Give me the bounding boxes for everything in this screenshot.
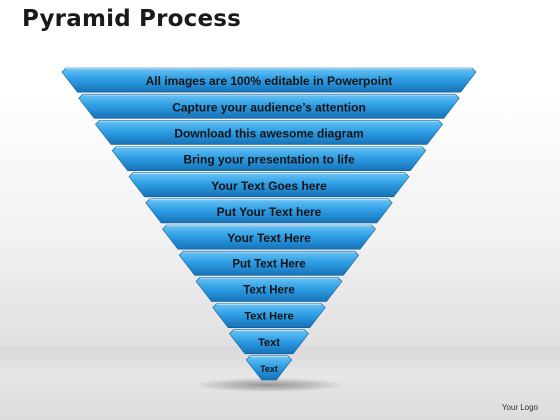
pyramid-tier-1: All images are 100% editable in Powerpoi… [61, 67, 477, 93]
pyramid-tier-10: Text Here [212, 303, 326, 328]
pyramid-tier-12: Text [245, 355, 293, 381]
pyramid-tier-label: Text Here [243, 284, 295, 296]
pyramid-tier-shape [95, 120, 443, 145]
pyramid-tier-label: Download this awesome diagram [174, 126, 363, 140]
pyramid-tier-6: Put Your Text here [145, 198, 393, 224]
pyramid-tier-9: Text Here [195, 277, 343, 302]
slide-title: Pyramid Process [22, 6, 242, 32]
pyramid-tier-shape [162, 224, 376, 250]
pyramid-tier-label: Bring your presentation to life [183, 153, 355, 167]
pyramid-tier-shape [245, 355, 293, 381]
pyramid-tier-label: Your Text Goes here [211, 179, 327, 193]
pyramid-tier-shape [61, 67, 477, 93]
logo-text: Your Logo [501, 403, 538, 412]
pyramid-tier-shape [229, 329, 309, 355]
pyramid-tier-5: Your Text Goes here [128, 172, 410, 198]
pyramid-tier-shape [111, 146, 427, 171]
pyramid-tier-8: Put Text Here [178, 250, 360, 276]
pyramid-tier-2: Capture your audience’s attention [78, 93, 460, 119]
pyramid-tier-label: Capture your audience’s attention [172, 100, 366, 114]
pyramid-tier-label: Your Text Here [227, 231, 311, 245]
pyramid-tier-label: Text [260, 364, 278, 374]
pyramid-tier-shape [78, 93, 460, 119]
pyramid-tier-7: Your Text Here [162, 224, 376, 250]
pyramid-tier-shape [128, 172, 410, 198]
pyramid-tier-3: Download this awesome diagram [95, 120, 443, 145]
pyramid-tier-label: Text Here [244, 311, 293, 323]
pyramid-shadow [195, 378, 343, 392]
pyramid-tier-11: Text [229, 329, 309, 355]
pyramid-tier-shape [212, 303, 326, 328]
pyramid-tier-4: Bring your presentation to life [111, 146, 427, 171]
pyramid-tier-shape [195, 277, 343, 302]
pyramid-tier-label: Text [258, 337, 280, 349]
pyramid-tier-label: Put Your Text here [217, 205, 322, 219]
pyramid-tier-label: All images are 100% editable in Powerpoi… [146, 74, 393, 88]
pyramid-tier-shape [178, 250, 360, 276]
pyramid-tier-label: Put Text Here [232, 258, 305, 270]
pyramid-tier-shape [145, 198, 393, 224]
